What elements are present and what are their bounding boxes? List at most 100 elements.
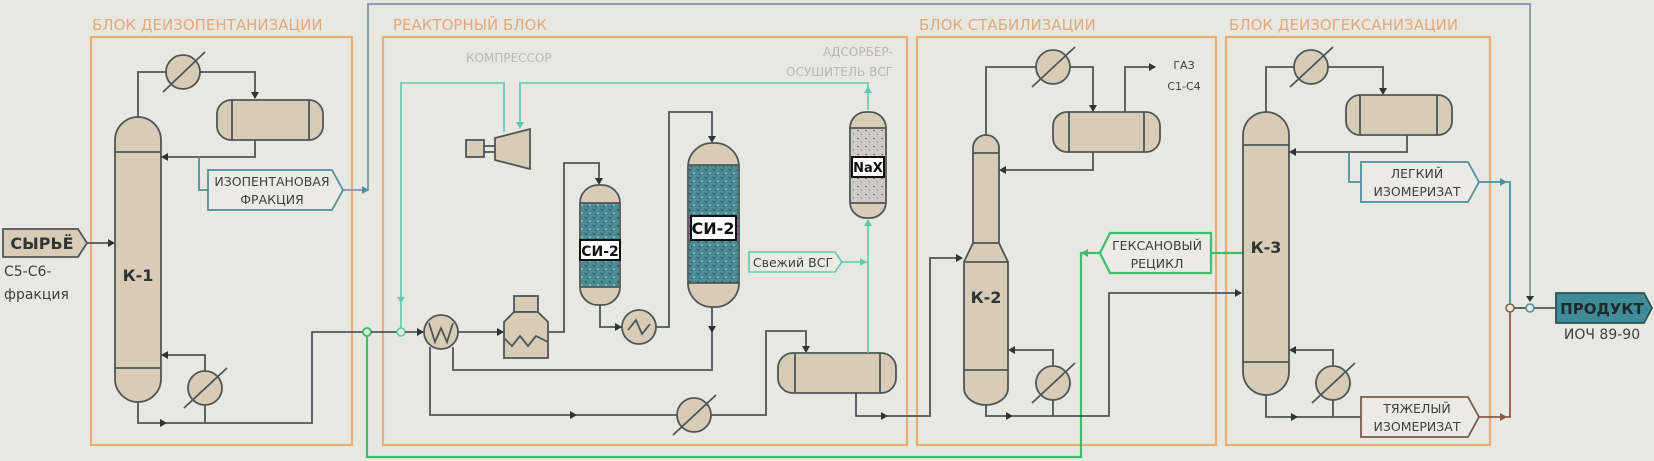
feed-effluent-exchanger: [423, 314, 459, 350]
arrow-icon: [417, 328, 424, 336]
tag-shape: [1360, 161, 1481, 203]
column-k2: К-2: [963, 134, 1009, 406]
tag-shape: [1555, 292, 1654, 324]
furnace: [503, 295, 549, 359]
gas-label: ГАЗ: [1173, 59, 1194, 72]
reactor-2: СИ-2: [687, 142, 740, 308]
reboiler-arrow: [183, 367, 228, 409]
arrow-icon: [497, 328, 504, 336]
arrow-icon: [864, 219, 872, 226]
mix-junction: [362, 327, 372, 337]
arrow-icon: [108, 239, 115, 247]
column-label: К-1: [123, 266, 154, 285]
k3-reflux-drum: [1345, 94, 1453, 136]
compressor-suction-line: [519, 82, 869, 128]
tag-shape: [207, 169, 345, 211]
arrow-icon: [1291, 413, 1298, 421]
arrow-icon: [1006, 412, 1013, 420]
light-isomerate-draw: [1348, 152, 1361, 183]
light-isomerate-tag: ЛЕГКИЙ ИЗОМЕРИЗАТ: [1360, 161, 1481, 203]
arrow-icon: [1526, 296, 1534, 302]
block-frame: [381, 35, 909, 447]
light-isomerate-line: [1479, 181, 1511, 304]
product-octane: ИОЧ 89-90: [1564, 327, 1640, 343]
tag-text: ГЕКСАНОВЫЙ: [1112, 238, 1202, 253]
separator-liquid-line: [855, 257, 962, 417]
adsorbent-label: NaX: [853, 161, 883, 176]
column-k3: К-3: [1242, 111, 1290, 396]
block-title: БЛОК ДЕИЗОПЕНТАНИЗАЦИИ: [92, 16, 323, 34]
k1-reboiler: [183, 367, 228, 409]
arrow-icon: [1008, 346, 1015, 354]
arrow-icon: [1500, 413, 1507, 421]
drum-body: [1345, 94, 1453, 136]
isopentane-bypass-line: [343, 3, 1531, 300]
gas-offtake-line: [1124, 66, 1155, 112]
arrow-icon: [1149, 63, 1156, 71]
reactor-1: СИ-2: [579, 184, 621, 306]
gas-composition: C1-C4: [1167, 80, 1200, 93]
arrow-icon: [160, 419, 167, 427]
block-title: БЛОК ДЕИЗОГЕКСАНИЗАЦИИ: [1229, 16, 1458, 34]
feed-tag: СЫРЬЁ C5-C6- фракция: [2, 228, 89, 303]
drum-body: [216, 99, 324, 141]
exchanger-coil: [627, 318, 651, 336]
feed-desc-1: C5-C6-: [4, 264, 51, 280]
k2-reboiler-return: [1010, 349, 1054, 366]
tag-text: ИЗОМЕРИЗАТ: [1374, 184, 1461, 199]
k2-reflux-drum: [1052, 111, 1161, 153]
arrow-icon: [708, 136, 716, 143]
furnace-coil: [503, 334, 549, 348]
block-frame: [915, 35, 1218, 447]
isopentane-fraction-tag: ИЗОПЕНТАНОВАЯ ФРАКЦИЯ: [207, 169, 345, 211]
block-deisohexanization: БЛОК ДЕИЗОГЕКСАНИЗАЦИИ: [1224, 16, 1492, 447]
column-k1: К-1: [114, 116, 162, 403]
reactor2-effluent-line: [452, 307, 713, 371]
air-cooler: [672, 394, 717, 436]
furnace-to-reactor1-line: [548, 162, 600, 333]
arrow-icon: [956, 254, 963, 262]
arrow-icon: [708, 326, 716, 333]
reactor2-inlet-line: [656, 111, 713, 328]
exchanger-to-cooler-line: [429, 347, 677, 416]
isopentane-draw-line: [198, 157, 208, 191]
k3-bottoms-line: [1265, 395, 1361, 418]
block-reactor: РЕАКТОРНЫЙ БЛОК: [381, 15, 909, 447]
product-tag: ПРОДУКТ: [1555, 292, 1654, 324]
catalyst-tag: [690, 215, 737, 241]
k3-condenser: [1289, 46, 1334, 88]
arrow-icon: [881, 412, 888, 420]
heavy-isomerate-tag: ТЯЖЕЛЫЙ ИЗОМЕРИЗАТ: [1360, 396, 1481, 438]
tag-text: Свежий ВСГ: [753, 255, 833, 270]
feed-tag-shape: [2, 228, 89, 258]
k1-reflux-drum: [216, 99, 324, 141]
hydrogen-junction: [396, 327, 406, 337]
furnace-stack: [513, 295, 539, 313]
catalyst-label: СИ-2: [581, 244, 619, 260]
block-stabilization: БЛОК СТАБИЛИЗАЦИИ: [915, 16, 1218, 447]
k2-bottoms-line: [985, 292, 1241, 417]
heat-exchanger-icon: [423, 314, 459, 350]
tag-text: ИЗОПЕНТАНОВАЯ: [214, 174, 329, 189]
k1-condenser: [162, 51, 206, 93]
furnace-icon: [503, 311, 549, 359]
adsorbent-tag: [851, 156, 885, 178]
fresh-hydrogen-tag: Свежий ВСГ: [748, 251, 843, 273]
catalyst-label: СИ-2: [692, 219, 735, 238]
tag-text: ФРАКЦИЯ: [240, 192, 303, 207]
feed-desc-2: фракция: [4, 287, 69, 303]
hydrogen-separator: [777, 352, 897, 394]
tag-text: ЛЕГКИЙ: [1391, 166, 1444, 181]
reactor1-outlet-line: [599, 305, 622, 328]
k2-reboiler: [1031, 362, 1076, 404]
compressor: [465, 127, 531, 171]
catalyst-tag: [579, 239, 621, 261]
k3-reboiler: [1311, 362, 1356, 404]
block-deisopentanization: БЛОК ДЕИЗОПЕНТАНИЗАЦИИ: [89, 16, 354, 447]
blend-junction: [1525, 303, 1535, 313]
blend-junction: [1505, 303, 1515, 313]
arrow-icon: [570, 411, 577, 419]
arrow-icon: [1235, 289, 1242, 297]
tag-text: ТЯЖЕЛЫЙ: [1382, 401, 1450, 416]
